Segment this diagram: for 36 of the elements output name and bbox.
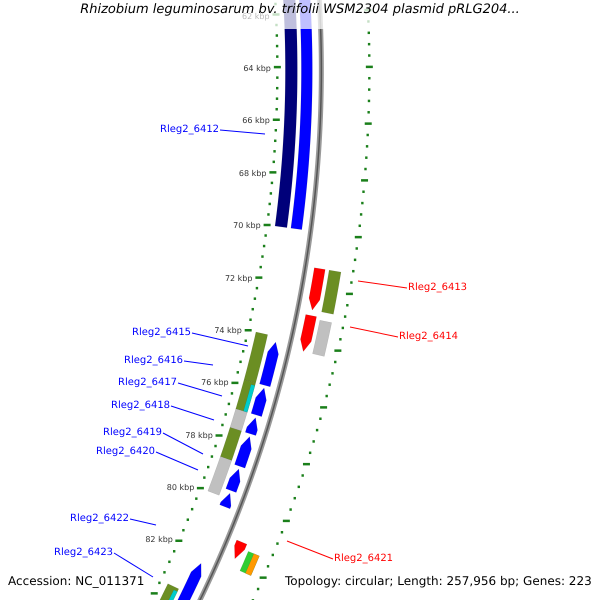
axis-tick-label: 72 kbp: [224, 274, 252, 284]
leader-line: [114, 552, 154, 578]
leader-line: [162, 432, 204, 454]
gene-label: Rleg2_6418: [111, 400, 170, 412]
gene-label: Rleg2_6414: [399, 331, 458, 343]
gene-label: Rleg2_6422: [70, 513, 130, 525]
gene-label: Rleg2_6421: [334, 553, 394, 565]
gene-label: Rleg2_6413: [408, 282, 468, 294]
gene-label: Rleg2_6420: [96, 446, 156, 458]
gene-label: Rleg2_6417: [118, 377, 178, 389]
genome-summary-note: Topology: circular; Length: 257,956 bp; Genes: 223: [285, 574, 592, 588]
leader-line: [170, 406, 214, 420]
leader-line: [358, 280, 408, 288]
gene-label: Rleg2_6423: [54, 547, 114, 559]
gene-label: Rleg2_6419: [103, 427, 162, 439]
leader-line: [220, 130, 266, 134]
leader-line: [178, 382, 222, 396]
leader-line: [130, 518, 156, 526]
accession-note: Accession: NC_011371: [8, 574, 144, 588]
axis-tick-label: 76 kbp: [201, 378, 229, 388]
axis-tick-label: 78 kbp: [185, 430, 213, 441]
leader-line: [192, 332, 248, 346]
axis-tick-label: 66 kbp: [242, 116, 270, 126]
gene-label: Rleg2_6416: [124, 355, 184, 367]
gene-label: Rleg2_6415: [132, 327, 192, 339]
leader-line: [286, 540, 334, 560]
leader-line: [184, 360, 214, 366]
axis-tick-label: 70 kbp: [233, 221, 261, 232]
axis-tick-label: 64 kbp: [243, 64, 271, 74]
axis-tick-label: 82 kbp: [145, 535, 173, 546]
axis-tick-label: 68 kbp: [238, 168, 266, 179]
gene-label: Rleg2_6412: [160, 124, 220, 136]
axis-tick-label: 80 kbp: [166, 482, 194, 493]
leader-line: [350, 326, 398, 338]
axis-tick-label: 74 kbp: [214, 326, 242, 336]
leader-line: [156, 452, 198, 470]
